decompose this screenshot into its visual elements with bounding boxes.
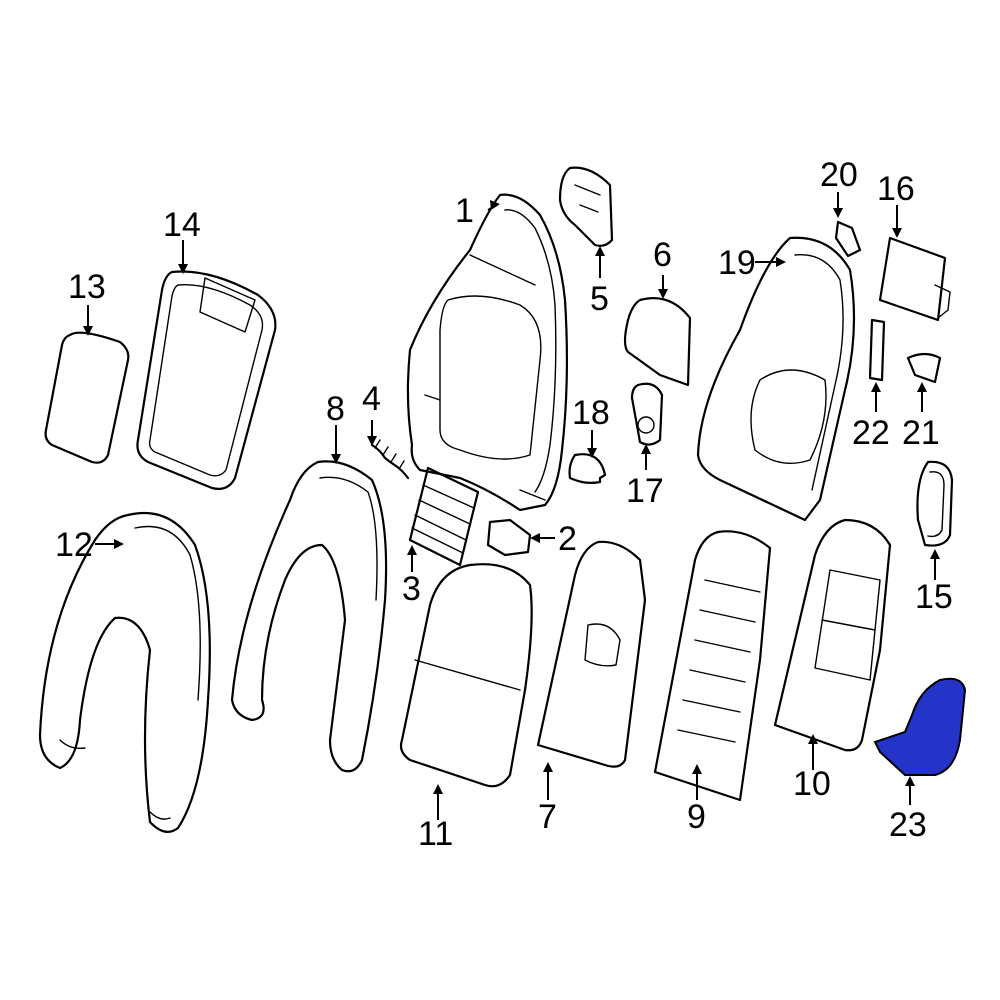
part-17-actuator	[630, 382, 664, 446]
callout-20: 20	[820, 156, 858, 194]
callout-13: 13	[68, 268, 106, 306]
callout-21: 21	[902, 414, 940, 452]
part-3-mesh	[408, 466, 480, 567]
part-20-clip	[834, 220, 862, 258]
part-11-cushion	[399, 563, 533, 788]
leader-arrowheads	[83, 200, 940, 794]
part-16-module	[878, 236, 951, 322]
part-9-panel	[653, 530, 772, 802]
part-5-bracket	[558, 166, 614, 247]
part-8-frame	[230, 460, 388, 773]
callout-labels: 1 2 3 4 5 6 7 8 9 10 11 12 13 14 15 16 1…	[55, 156, 953, 853]
callout-23: 23	[889, 806, 927, 844]
part-23-highlighted-cover	[873, 677, 967, 776]
part-14-panel	[136, 270, 277, 490]
callout-14: 14	[163, 206, 201, 244]
part-19-shell	[696, 236, 856, 522]
callout-8: 8	[326, 390, 345, 428]
part-15-ring	[916, 460, 954, 547]
callout-1: 1	[455, 192, 474, 230]
part-1-frame	[406, 193, 569, 512]
part-13-pad	[44, 331, 130, 464]
callout-11: 11	[418, 815, 453, 853]
callout-15: 15	[915, 578, 953, 616]
callout-16: 16	[877, 170, 915, 208]
callout-17: 17	[626, 472, 664, 510]
callout-12: 12	[55, 526, 93, 564]
part-12-bolster	[38, 511, 211, 833]
callout-7: 7	[538, 798, 557, 836]
part-22-strip	[868, 318, 886, 382]
leader-lines	[87, 192, 936, 820]
part-10-frame	[773, 518, 892, 752]
callout-19: 19	[718, 244, 756, 282]
part-6-cover	[623, 297, 692, 387]
callout-6: 6	[653, 236, 672, 274]
callout-2: 2	[558, 520, 577, 558]
callout-22: 22	[852, 414, 890, 452]
callout-4: 4	[362, 380, 381, 418]
part-18-round	[568, 453, 607, 484]
part-4-spring	[370, 439, 410, 480]
part-7-board	[536, 540, 647, 768]
part-21-clip	[906, 352, 942, 384]
callout-3: 3	[402, 570, 421, 608]
callout-5: 5	[590, 280, 609, 318]
callout-10: 10	[793, 765, 831, 803]
part-2-latch	[486, 518, 532, 557]
callout-9: 9	[687, 798, 706, 836]
callout-18: 18	[572, 394, 610, 432]
